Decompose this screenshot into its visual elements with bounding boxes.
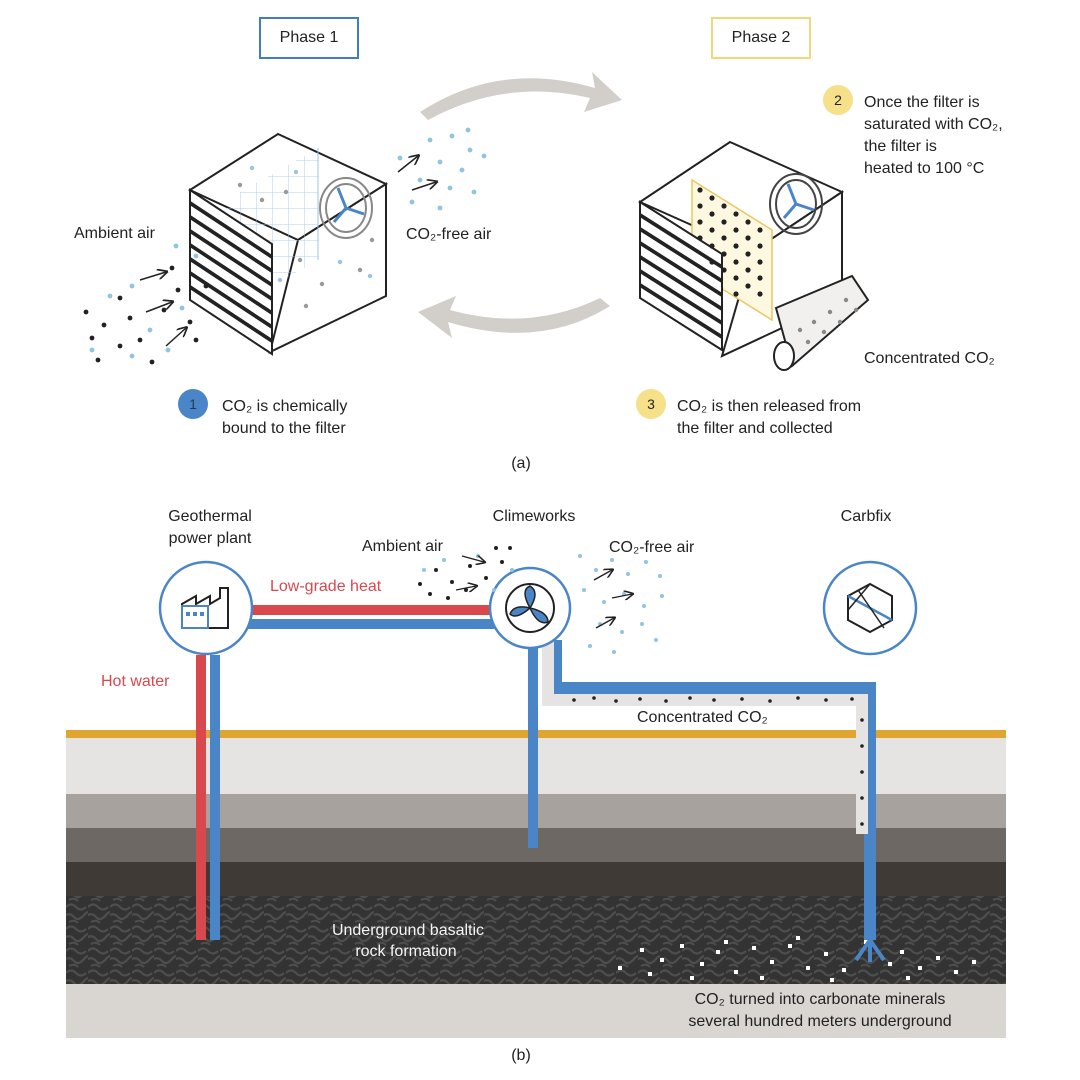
cycle-arrow-top xyxy=(420,72,622,120)
geothermal-label-1: Geothermal xyxy=(168,508,252,525)
co2-free-air-label-b: CO₂-free air xyxy=(609,539,695,556)
climeworks-node xyxy=(488,566,572,650)
step-1-number: 1 xyxy=(189,396,197,412)
concentrated-co2-label-a: Concentrated CO₂ xyxy=(864,350,995,367)
basalt-formation xyxy=(66,896,1006,984)
step-1-badge xyxy=(178,389,208,419)
carbfix-node xyxy=(822,560,918,656)
co2-free-air-particles-b xyxy=(578,554,664,654)
step-1: 1 CO₂ is chemically bound to the filter xyxy=(178,389,347,437)
climeworks-label: Climeworks xyxy=(493,508,576,525)
step-1-line2: bound to the filter xyxy=(222,420,346,437)
phase2-unit xyxy=(637,140,870,371)
mineral-particles xyxy=(618,936,976,982)
step-3: 3 CO₂ is then released from the filter a… xyxy=(636,389,861,437)
caption-b: (b) xyxy=(511,1047,531,1064)
phase1-label: Phase 1 xyxy=(259,17,359,59)
geothermal-label-2: power plant xyxy=(169,530,252,547)
caption-a: (a) xyxy=(511,455,531,472)
co2-outlet-pipe xyxy=(773,274,870,371)
ambient-air-label-a: Ambient air xyxy=(74,225,156,242)
step-2: 2 Once the filter is saturated with CO₂,… xyxy=(823,85,1003,177)
step-1-line1: CO₂ is chemically xyxy=(222,398,347,415)
hot-water-pipes xyxy=(196,605,498,940)
co2-free-air-particles xyxy=(397,127,487,211)
step-2-badge xyxy=(823,85,853,115)
co2-free-air-label-a: CO₂-free air xyxy=(406,226,492,243)
fan-icon xyxy=(319,177,373,239)
mineral-label-1: CO₂ turned into carbonate minerals xyxy=(695,991,946,1008)
ambient-air-particles-b xyxy=(418,546,514,600)
rock-icon xyxy=(847,582,893,634)
low-grade-heat-label: Low-grade heat xyxy=(270,578,382,595)
step-2-line4: heated to 100 °C xyxy=(864,160,984,177)
climeworks-down-pipe xyxy=(528,642,538,848)
step-3-line1: CO₂ is then released from xyxy=(677,398,861,415)
geothermal-plant-node xyxy=(158,560,254,656)
hot-water-label: Hot water xyxy=(101,673,170,690)
ambient-air-particles xyxy=(83,243,209,365)
phase2-label: Phase 2 xyxy=(711,17,811,59)
step-3-number: 3 xyxy=(647,396,655,412)
basalt-label-2: rock formation xyxy=(355,943,456,960)
step-2-line3: the filter is xyxy=(864,138,937,155)
step-2-line1: Once the filter is xyxy=(864,94,980,111)
fan-icon xyxy=(505,583,555,633)
co2-pipeline xyxy=(542,640,886,962)
concentrated-co2-label-b: Concentrated CO₂ xyxy=(637,709,768,726)
ambient-air-label-b: Ambient air xyxy=(362,538,444,555)
phase1-unit xyxy=(187,132,389,356)
basalt-label-1: Underground basaltic xyxy=(332,922,484,939)
step-2-line2: saturated with CO₂, xyxy=(864,116,1003,133)
step-3-line2: the filter and collected xyxy=(677,420,833,437)
fan-icon xyxy=(769,173,823,235)
step-3-badge xyxy=(636,389,666,419)
cycle-arrow-bottom xyxy=(418,296,610,338)
mineral-label-2: several hundred meters underground xyxy=(688,1013,951,1030)
step-2-number: 2 xyxy=(834,92,842,108)
heat-pipe-red xyxy=(246,605,498,615)
heat-pipe-blue xyxy=(246,619,498,629)
carbfix-label: Carbfix xyxy=(841,508,892,525)
